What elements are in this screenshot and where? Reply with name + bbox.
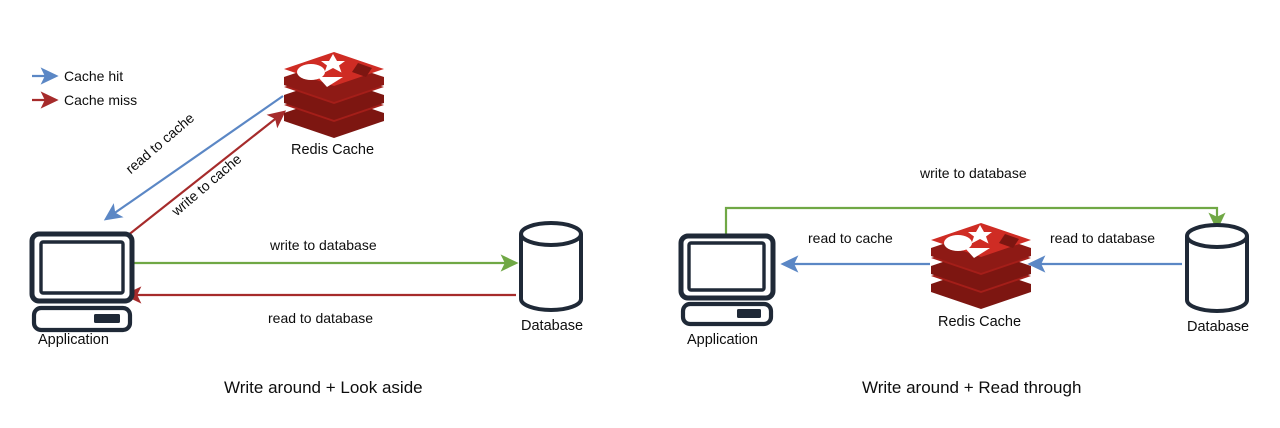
edge-label-left-read-to-database: read to database (268, 310, 374, 326)
edge-label-left-write-to-database: write to database (270, 237, 377, 253)
node-label-redis-cache-right: Redis Cache (938, 314, 1022, 330)
caption-left-panel: Write around + Look aside (224, 378, 423, 397)
node-application-right (678, 233, 776, 327)
node-label-database-right: Database (1187, 319, 1250, 335)
edge-label-right-write-to-database: write to database (920, 165, 1027, 181)
edge-left-write-to-cache (126, 110, 287, 237)
node-database-right (1185, 223, 1249, 313)
node-label-application-right: Application (687, 332, 758, 348)
edge-left-read-to-cache (103, 95, 284, 221)
node-redis-cache-right (931, 223, 1031, 309)
legend-label-cache-miss: Cache miss (64, 92, 138, 108)
node-redis-cache-left (284, 52, 384, 138)
edge-label-right-read-to-database: read to database (1050, 230, 1156, 246)
caption-right-panel: Write around + Read through (862, 378, 1082, 397)
edge-label-right-read-to-cache: read to cache (808, 230, 893, 246)
node-label-database-left: Database (521, 318, 584, 334)
node-application-left (29, 231, 135, 333)
edge-right-write-to-database (724, 206, 1226, 236)
node-database-left (519, 221, 583, 312)
node-label-application-left: Application (38, 332, 109, 348)
node-label-redis-cache-left: Redis Cache (291, 142, 375, 158)
legend-label-cache-hit: Cache hit (64, 68, 124, 84)
